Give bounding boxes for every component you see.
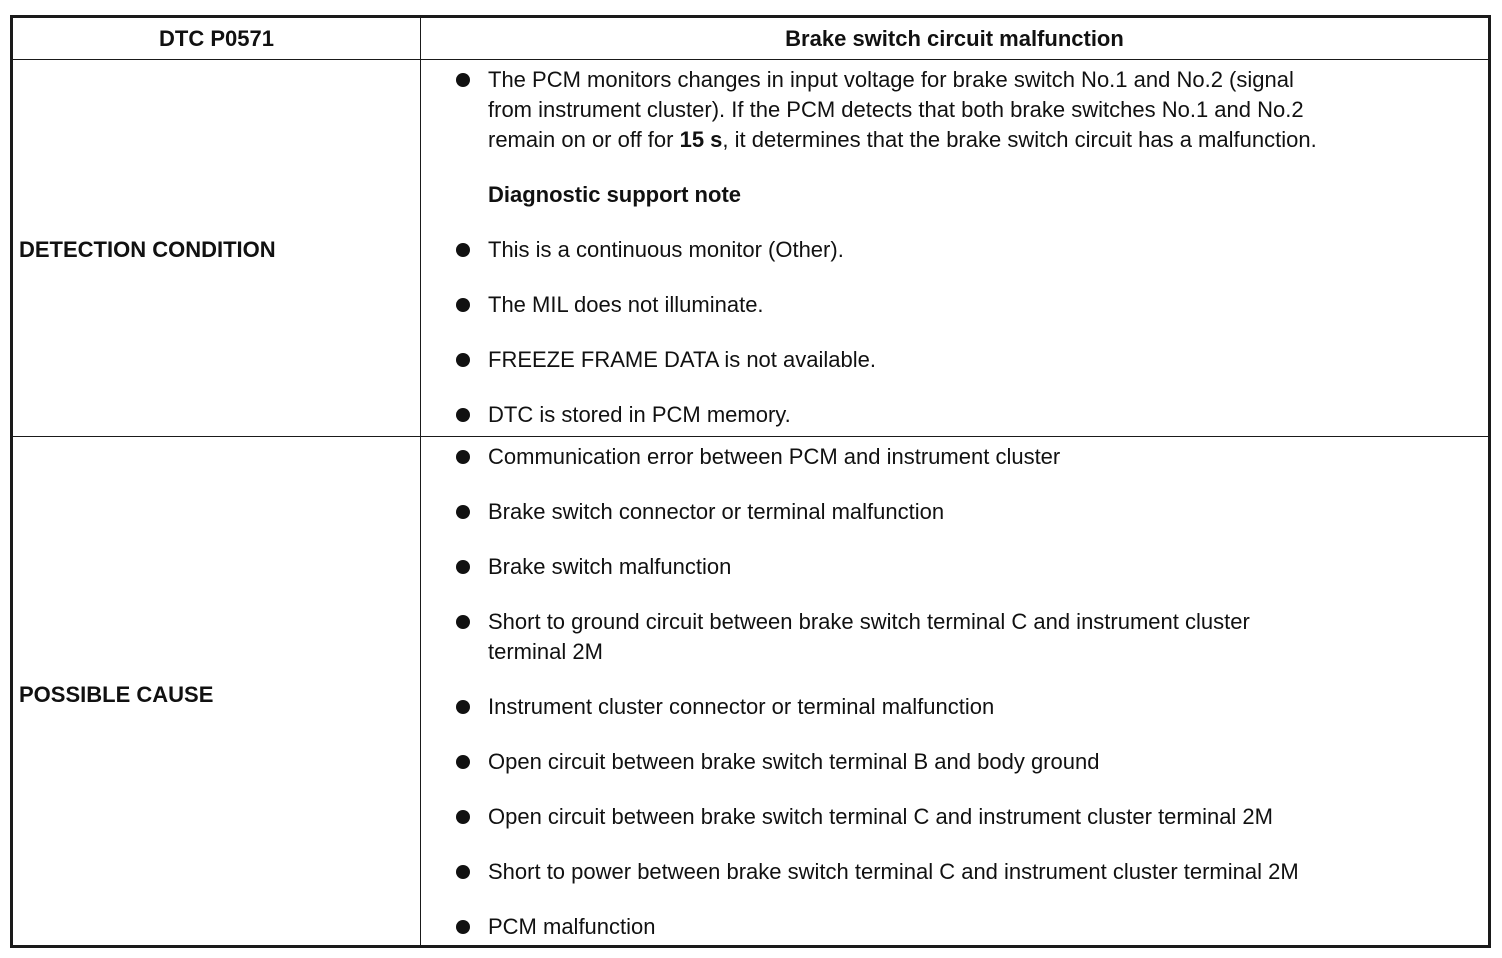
detection-description-line-3: remain on or off for 15 s, it determines… <box>488 125 1317 155</box>
possible-cause-item: Brake switch connector or terminal malfu… <box>455 497 944 527</box>
support-note-item: FREEZE FRAME DATA is not available. <box>456 345 876 375</box>
dtc-table: DTC P0571 Brake switch circuit malfuncti… <box>10 15 1491 948</box>
support-note-item: DTC is stored in PCM memory. <box>456 400 791 430</box>
header-row-divider <box>13 59 1488 60</box>
dtc-code-header: DTC P0571 <box>159 25 274 51</box>
possible-cause-item: Short to power between brake switch term… <box>456 857 1299 887</box>
possible-cause-item-line-2: terminal 2M <box>488 639 603 664</box>
support-note-item: The MIL does not illuminate. <box>456 290 764 320</box>
possible-cause-item: Communication error between PCM and inst… <box>455 442 1060 472</box>
detection-description-text: remain on or off for <box>488 127 680 152</box>
diagnostic-support-note-heading: Diagnostic support note <box>488 182 741 207</box>
possible-cause-item: Short to ground circuit between brake sw… <box>456 607 1250 667</box>
detection-description-line-1: The PCM monitors changes in input voltag… <box>488 67 1294 92</box>
possible-cause-item: PCM malfunction <box>456 912 656 942</box>
possible-cause-label: POSSIBLE CAUSE <box>19 682 214 707</box>
detection-description: The PCM monitors changes in input voltag… <box>456 65 1317 155</box>
detection-description-text: , it determines that the brake switch ci… <box>722 127 1317 152</box>
detection-condition-label: DETECTION CONDITION <box>19 237 276 262</box>
possible-cause-item: Open circuit between brake switch termin… <box>456 802 1273 832</box>
possible-cause-item: Instrument cluster connector or terminal… <box>455 692 994 722</box>
dtc-title-header: Brake switch circuit malfunction <box>785 25 1124 51</box>
possible-cause-item: Open circuit between brake switch termin… <box>455 747 1099 777</box>
detection-duration-value: 15 s <box>679 127 723 152</box>
detection-description-line-2: from instrument cluster). If the PCM det… <box>488 97 1304 122</box>
row-divider <box>13 436 1488 437</box>
support-note-item: This is a continuous monitor (Other). <box>456 235 844 265</box>
column-divider <box>420 18 421 945</box>
possible-cause-item-line-1: Short to ground circuit between brake sw… <box>488 609 1250 634</box>
possible-cause-item: Brake switch malfunction <box>455 552 731 582</box>
